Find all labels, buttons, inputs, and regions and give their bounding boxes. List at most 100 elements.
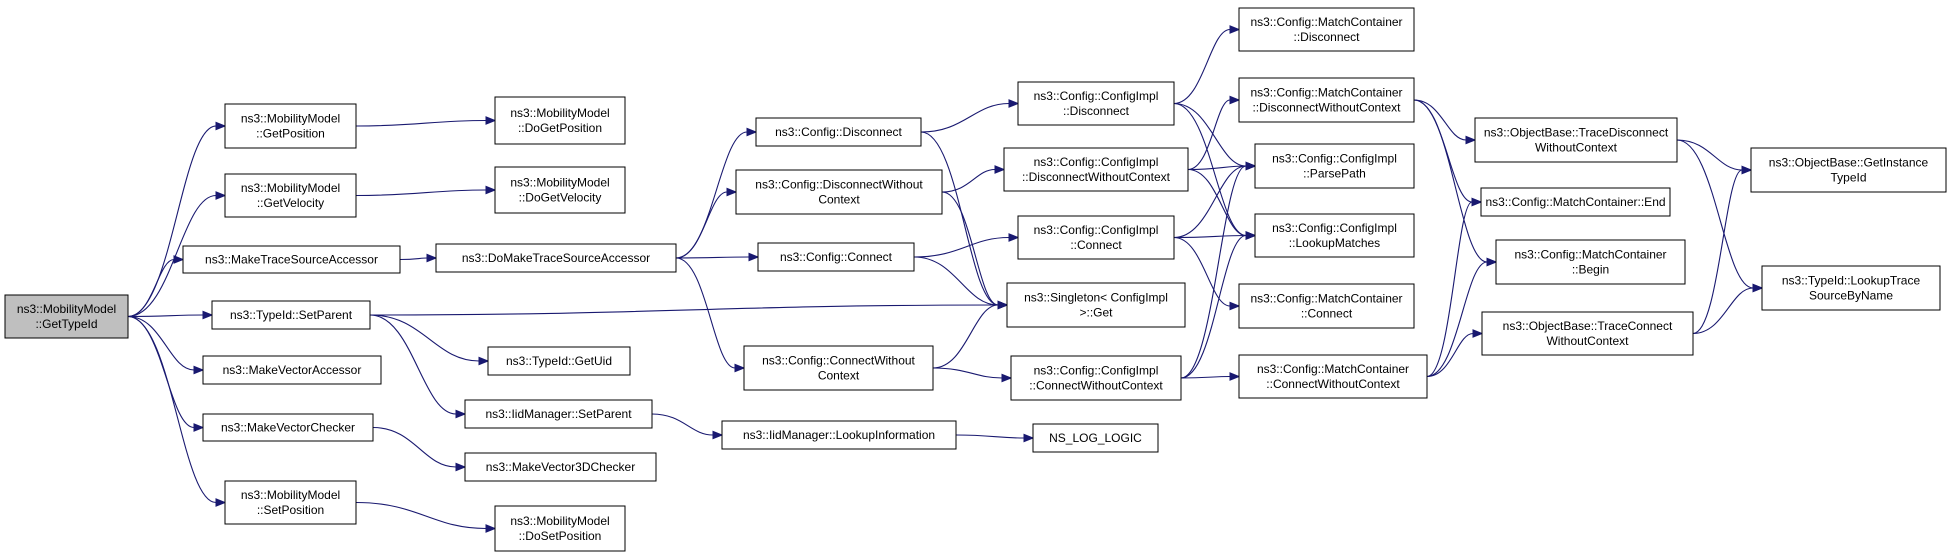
edge-mcConnectwc-to-mcBegin [1426, 257, 1498, 378]
node-cfgconnect[interactable]: ns3::Config::Connect [757, 242, 915, 272]
node-mcDisconnect[interactable]: ns3::Config::MatchContainer::Disconnect [1238, 7, 1415, 52]
node-label-line: ns3::Config::ConfigImpl [1034, 89, 1159, 103]
node-label-line: ns3::Config::MatchContainer [1257, 362, 1409, 376]
edge-arrowhead [712, 430, 724, 440]
edge-arrowhead [485, 116, 497, 125]
edge-line [1187, 99, 1231, 171]
node-cfgconnectwc[interactable]: ns3::Config::ConnectWithoutContext [743, 345, 934, 391]
node-lookupmatches[interactable]: ns3::Config::ConfigImpl::LookupMatches [1254, 213, 1415, 258]
edge-cfgdisconnectwc-to-implDisconnectwc [941, 165, 1006, 193]
node-label-line: ns3::MobilityModel [241, 488, 340, 502]
node-box [1238, 354, 1428, 399]
node-box [487, 346, 631, 376]
edge-arrowhead [1023, 433, 1035, 443]
edge-arrowhead [215, 191, 227, 200]
edge-arrowhead [426, 253, 438, 263]
node-box [1474, 117, 1678, 163]
edge-arrowhead [193, 423, 205, 432]
edge-line [127, 258, 175, 318]
node-cfgdisconnectwc[interactable]: ns3::Config::DisconnectWithoutContext [735, 169, 943, 215]
node-mcDisconnectwc[interactable]: ns3::Config::MatchContainer::DisconnectW… [1238, 77, 1415, 123]
node-nslog[interactable]: NS_LOG_LOGIC [1032, 423, 1159, 453]
node-label-line: ::ConnectWithoutContext [1266, 377, 1400, 391]
node-label-line: ns3::TypeId::SetParent [230, 308, 353, 322]
node-lookupinfo[interactable]: ns3::IidManager::LookupInformation [721, 420, 957, 450]
node-obTraceConnectwc[interactable]: ns3::ObjectBase::TraceConnectWithoutCont… [1481, 311, 1694, 356]
edge-line [913, 236, 1010, 258]
node-makevectoraccessor[interactable]: ns3::MakeVectorAccessor [202, 355, 382, 385]
node-cfgdisconnect[interactable]: ns3::Config::Disconnect [755, 117, 922, 147]
edge-arrowhead [1001, 373, 1013, 383]
edge-line [1413, 99, 1467, 141]
node-dogetvelocity[interactable]: ns3::MobilityModel::DoGetVelocity [494, 166, 626, 214]
node-box [1238, 7, 1415, 52]
node-box [1032, 423, 1159, 453]
node-box [1017, 81, 1175, 126]
edges-layer [127, 25, 1764, 533]
nodes-layer: ns3::MobilityModel::GetTypeIdns3::Mobili… [4, 7, 1947, 552]
node-label-line: ::ParsePath [1303, 167, 1366, 181]
node-box [202, 355, 382, 385]
edge-arrowhead [1008, 99, 1020, 108]
edge-arrowhead [485, 185, 497, 195]
node-makevectorchecker[interactable]: ns3::MakeVectorChecker [202, 413, 374, 442]
node-maketsa[interactable]: ns3::MakeTraceSourceAccessor [182, 245, 401, 274]
edge-mcConnectwc-to-obTraceConnectwc [1426, 329, 1484, 378]
node-box [202, 413, 374, 442]
node-dosetposition[interactable]: ns3::MobilityModel::DoSetPosition [494, 505, 626, 552]
node-label-line: ns3::MakeVector3DChecker [486, 460, 635, 474]
node-dogetposition[interactable]: ns3::MobilityModel::DoGetPosition [494, 96, 626, 145]
node-obTraceDisconnectwc[interactable]: ns3::ObjectBase::TraceDisconnectWithoutC… [1474, 117, 1678, 163]
node-getposition[interactable]: ns3::MobilityModel::GetPosition [224, 103, 357, 149]
node-label-line: ::Begin [1572, 263, 1609, 277]
node-mcConnectwc[interactable]: ns3::Config::MatchContainer::ConnectWith… [1238, 354, 1428, 399]
node-root[interactable]: ns3::MobilityModel::GetTypeId [4, 294, 129, 339]
node-setparent[interactable]: ns3::TypeId::SetParent [211, 300, 371, 330]
node-implDisconnectwc[interactable]: ns3::Config::ConfigImpl::DisconnectWitho… [1003, 147, 1189, 192]
node-setposition[interactable]: ns3::MobilityModel::SetPosition [224, 480, 357, 525]
edge-line [1413, 99, 1488, 263]
edge-line [127, 315, 195, 371]
node-mcEnd[interactable]: ns3::Config::MatchContainer::End [1480, 187, 1671, 217]
edge-root-to-maketsa [127, 255, 185, 318]
node-makevector3dchecker[interactable]: ns3::MakeVector3DChecker [464, 452, 657, 482]
edge-arrowhead [997, 300, 1009, 310]
node-mcBegin[interactable]: ns3::Config::MatchContainer::Begin [1495, 239, 1686, 285]
node-label-line: ns3::MobilityModel [241, 181, 340, 195]
node-box [464, 399, 653, 429]
edge-arrowhead [1229, 95, 1241, 105]
node-iidsetparent[interactable]: ns3::IidManager::SetParent [464, 399, 653, 429]
node-domaketsa[interactable]: ns3::DoMakeTraceSourceAccessor [435, 243, 677, 273]
edge-line [127, 315, 195, 429]
node-box [1750, 147, 1947, 193]
edge-arrowhead [1229, 25, 1241, 34]
edge-line [675, 257, 736, 369]
node-implDisconnect[interactable]: ns3::Config::ConfigImpl::Disconnect [1017, 81, 1175, 126]
node-implConnectwc[interactable]: ns3::Config::ConfigImpl::ConnectWithoutC… [1010, 355, 1182, 401]
node-label-line: NS_LOG_LOGIC [1049, 431, 1142, 445]
edge-mcDisconnectwc-to-obTraceDisconnectwc [1413, 99, 1477, 145]
edge-line [127, 125, 217, 318]
node-implConnect[interactable]: ns3::Config::ConfigImpl::Connect [1017, 215, 1175, 260]
edge-line [941, 168, 996, 193]
node-parsepath[interactable]: ns3::Config::ConfigImpl::ParsePath [1254, 143, 1415, 189]
node-box [1481, 311, 1694, 356]
edge-root-to-setposition [127, 315, 227, 507]
node-label-line: ns3::MakeVectorChecker [221, 421, 355, 435]
node-getvelocity[interactable]: ns3::MobilityModel::GetVelocity [224, 173, 357, 218]
node-mcConnect[interactable]: ns3::Config::MatchContainer::Connect [1238, 283, 1415, 329]
node-singletonget[interactable]: ns3::Singleton< ConfigImpl >::Get [1006, 282, 1186, 328]
edge-line [1187, 165, 1247, 171]
edge-setposition-to-dosetposition [355, 501, 497, 533]
edge-line [932, 367, 1003, 379]
edge-line [1676, 139, 1743, 171]
node-label-line: ns3::MakeVectorAccessor [223, 363, 362, 377]
node-label-line: ns3::MobilityModel [241, 112, 340, 126]
node-getuid[interactable]: ns3::TypeId::GetUid [487, 346, 631, 376]
node-box [1006, 282, 1186, 328]
node-label-line: ns3::IidManager::SetParent [485, 407, 632, 421]
node-label-line: ::DisconnectWithoutContext [1252, 101, 1401, 115]
